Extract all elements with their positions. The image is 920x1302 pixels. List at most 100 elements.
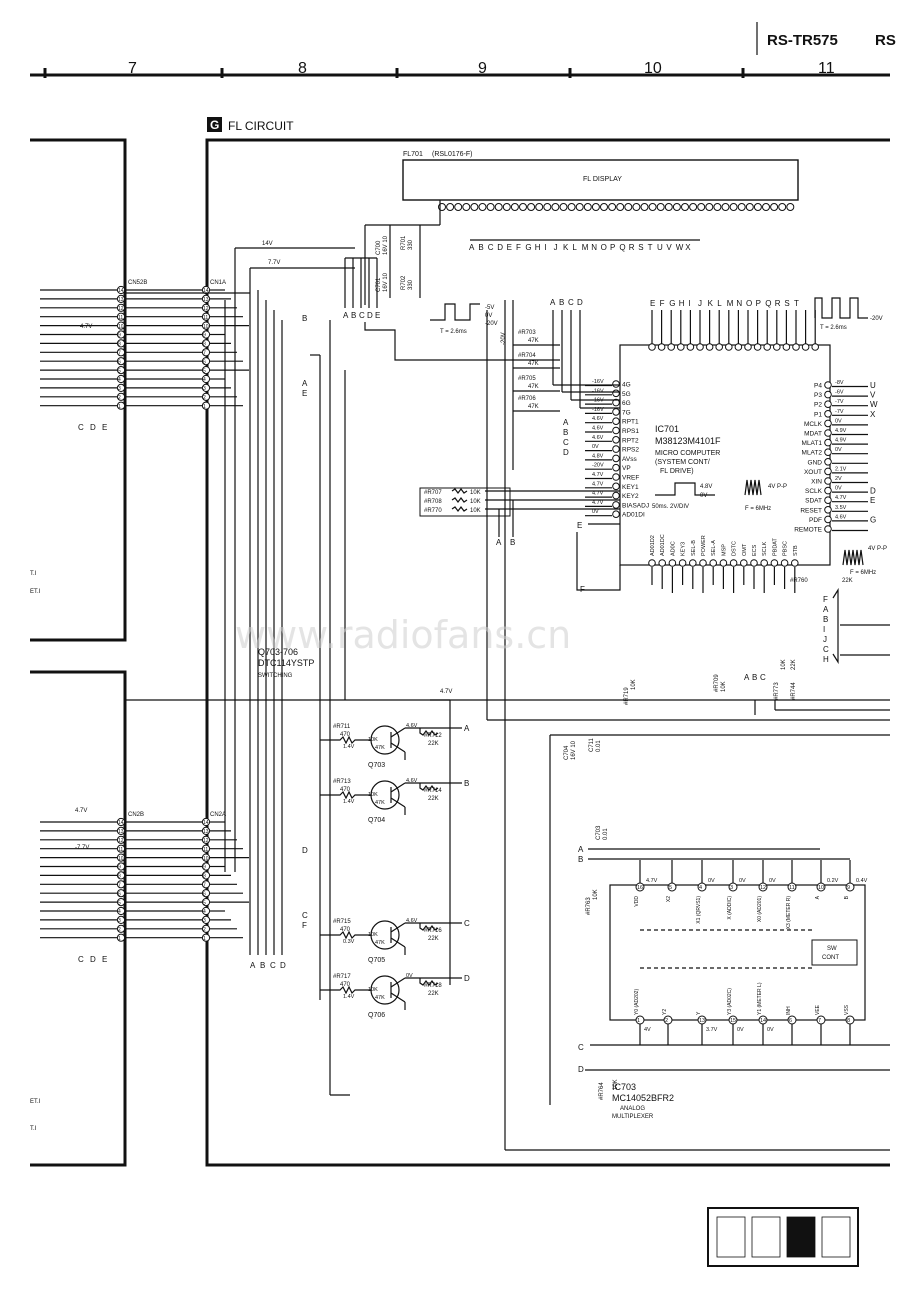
grid-abcd-c: C <box>568 298 574 307</box>
connector-pin-b <box>116 906 126 916</box>
transistor-body <box>370 975 400 1005</box>
ic701-left-volt: 4.7V <box>592 481 604 487</box>
ruler-col-11: 11 <box>818 60 835 77</box>
connector-pin-a <box>201 844 211 853</box>
ic701-right-volt: 2.1V <box>835 466 847 472</box>
connector-pin-a-num: 4 <box>203 377 206 383</box>
low-b: B <box>260 961 265 970</box>
connector-pin-b-num: 10 <box>118 856 124 862</box>
model-number-cut: RS <box>875 32 896 49</box>
q-vb: 1.4V <box>343 994 355 1000</box>
fl-pin <box>535 203 544 211</box>
c701-label: C701 <box>376 277 382 292</box>
ic701-pin-sel-a: SEL-A <box>711 540 717 556</box>
q-rov: 22K <box>428 991 439 997</box>
connector-pin-b-num: 8 <box>118 342 121 348</box>
ic703-bottom-pin-num: 8 <box>847 1018 850 1024</box>
connector-pin-a-num: 2 <box>203 395 206 401</box>
ic701-pin-sclk: SCLK <box>805 488 823 495</box>
rpt-c: C <box>563 438 569 447</box>
left-et-upper: ET.I <box>30 589 41 595</box>
connector-pin-b <box>116 862 126 871</box>
wave-a: 50ms. 2V/DIV <box>652 504 689 510</box>
q-ref-q706: Q706 <box>368 1012 385 1019</box>
connector-pin-b <box>116 924 126 933</box>
q-vc: 0V <box>406 973 413 979</box>
connector-pin-b-num: 2 <box>118 395 121 401</box>
q-out-a: A <box>464 724 470 733</box>
fl-segment-h: H <box>535 243 541 252</box>
ic701-pin-stb: STB <box>793 545 799 556</box>
c711-label: C711 <box>589 737 595 752</box>
q-rv: 470 <box>340 732 351 738</box>
fl-display-pins <box>438 200 795 225</box>
connector-pin-b-num: 12 <box>118 838 124 844</box>
ic703-top-volt: 0.4V <box>856 878 868 884</box>
q-func: SWITCHING <box>258 673 293 679</box>
ic701-top-letter: H <box>679 299 685 308</box>
connector-pin-b <box>116 339 126 348</box>
ic703-bottom-label: Y <box>696 1011 702 1015</box>
connector-pin-b <box>116 383 126 392</box>
ic701-right-volt: 4.7V <box>835 495 847 501</box>
connector-pin-a <box>201 366 211 375</box>
connector-pin-b <box>116 871 126 880</box>
fl-segment-p: P <box>610 243 615 252</box>
connector-pin-a <box>201 392 211 401</box>
connector-pin-b <box>116 366 126 375</box>
connector-pin-a-num: 9 <box>203 865 206 871</box>
wave-t-v1: -5V <box>485 305 494 311</box>
v47-lower: 4.7V <box>75 808 87 814</box>
ic703-top-pin-num: 10 <box>818 885 824 891</box>
fl-segment-c: C <box>488 243 494 252</box>
q-rin: #R715 <box>333 919 351 925</box>
connector-pin-a <box>201 889 211 898</box>
q-r47k: 47K <box>375 940 385 946</box>
ic703-top-label: X2 <box>666 896 672 902</box>
r705-label: #R705 <box>518 376 536 382</box>
ic701-pin-sclk: SCLK <box>762 541 768 556</box>
ic701-pin-dstc: DSTC <box>732 541 738 556</box>
ic701-io-g: G <box>870 515 876 524</box>
q-out-d: D <box>464 974 470 983</box>
ic701-pin-p1: P1 <box>814 411 822 418</box>
ic701-bottom-pin <box>760 559 769 567</box>
ic701-left-pins: 4G-16V5G-16V6G-16V7G-16VRPT14.6VRPS14.6V… <box>585 379 649 519</box>
fl-segment-w: W <box>676 243 684 252</box>
ic701-top-pin <box>725 343 733 351</box>
ic701-right-volt: 0V <box>835 447 842 453</box>
fl-pin <box>567 203 576 211</box>
r705-value: 47K <box>528 384 539 390</box>
connector-pin-b <box>116 889 126 898</box>
connector-pin-a-num: 11 <box>203 315 208 321</box>
abc2-a: A <box>744 673 750 682</box>
connector-pin-b-num: 11 <box>118 847 123 853</box>
connector-pin-a-num: 12 <box>203 306 209 312</box>
ic701-right-pin <box>824 506 832 514</box>
ic701-left-pin <box>612 445 620 453</box>
cde-upper-c: C <box>78 423 84 432</box>
transistor-body <box>370 920 400 950</box>
up-e: E <box>302 389 307 398</box>
c704-value: 16V 10 <box>571 740 577 760</box>
ic701-top-pin <box>792 343 800 351</box>
ic703-top-volt: 0.2V <box>827 878 839 884</box>
ic701-bottom-pin <box>709 559 718 567</box>
q-ref-q704: Q704 <box>368 817 385 824</box>
connector-pin-b-num: 14 <box>118 288 124 294</box>
fl-segment-e: E <box>507 243 512 252</box>
r770-label: #R770 <box>424 508 442 514</box>
fl-pin <box>575 203 584 211</box>
r704-value: 47K <box>528 361 539 367</box>
cde-lower-d: D <box>90 955 96 964</box>
ic701-pin-avss: AVss <box>622 456 637 463</box>
fl-segment-g: G <box>525 243 531 252</box>
v77-label: 7.7V <box>268 260 280 266</box>
connector-pin-a-num: 1 <box>203 936 206 942</box>
connector-pin-b <box>116 915 126 925</box>
fl-segment-j: J <box>554 243 558 252</box>
ic703-top-label: VDD <box>634 896 640 907</box>
connector-pin-b <box>116 357 126 366</box>
